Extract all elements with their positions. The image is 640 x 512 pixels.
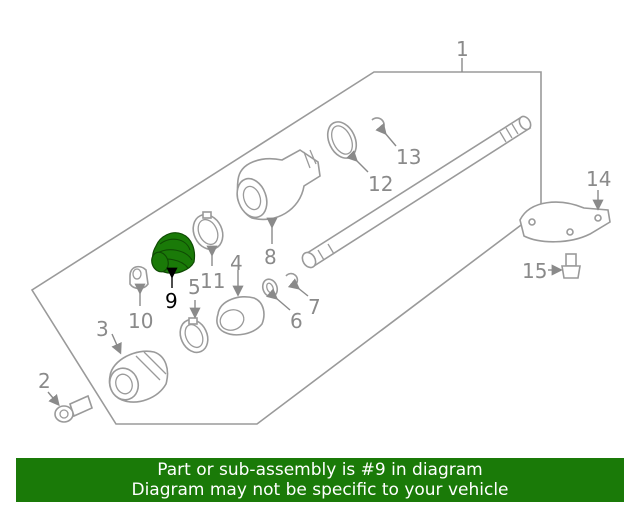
assembly-outline [30, 71, 542, 425]
outer-cv-joint-8[interactable]: 8 [232, 149, 321, 269]
svg-text:2: 2 [38, 369, 51, 393]
svg-text:9: 9 [165, 289, 178, 313]
svg-text:10: 10 [128, 309, 153, 333]
svg-text:4: 4 [230, 251, 243, 275]
svg-text:7: 7 [308, 295, 321, 319]
svg-text:11: 11 [200, 269, 225, 293]
circlip-7[interactable]: 7 [285, 272, 321, 319]
svg-text:1: 1 [456, 37, 469, 61]
clamp-11[interactable]: 11 [188, 210, 229, 293]
svg-text:5: 5 [188, 275, 201, 299]
bolt-2[interactable]: 2 [38, 369, 93, 423]
axle-shaft[interactable] [300, 114, 533, 270]
parts-diagram: 1 13 12 8 14 [30, 37, 611, 425]
svg-text:12: 12 [368, 172, 393, 196]
svg-text:3: 3 [96, 317, 109, 341]
bracket-14[interactable]: 14 [519, 167, 611, 243]
svg-text:6: 6 [290, 309, 303, 333]
snap-ring-13[interactable]: 13 [371, 117, 421, 169]
svg-text:8: 8 [264, 245, 277, 269]
banner-line-2: Diagram may not be specific to your vehi… [131, 480, 509, 500]
seal-ring-12[interactable]: 12 [322, 117, 393, 196]
clamp-5[interactable]: 5 [175, 275, 213, 357]
bolt-15[interactable]: 15 [522, 253, 581, 283]
banner-line-1: Part or sub-assembly is #9 in diagram [157, 460, 483, 480]
inner-housing-4[interactable]: 4 [216, 251, 265, 336]
inner-cv-joint-3[interactable]: 3 [96, 317, 169, 404]
svg-text:15: 15 [522, 259, 547, 283]
svg-text:14: 14 [586, 167, 611, 191]
boot-9-highlighted[interactable]: 9 [149, 232, 196, 313]
washer-6[interactable]: 6 [260, 277, 303, 333]
callout-1[interactable]: 1 [456, 37, 469, 72]
bushing-10[interactable]: 10 [128, 265, 153, 333]
svg-text:13: 13 [396, 145, 421, 169]
info-banner: Part or sub-assembly is #9 in diagram Di… [16, 458, 624, 502]
